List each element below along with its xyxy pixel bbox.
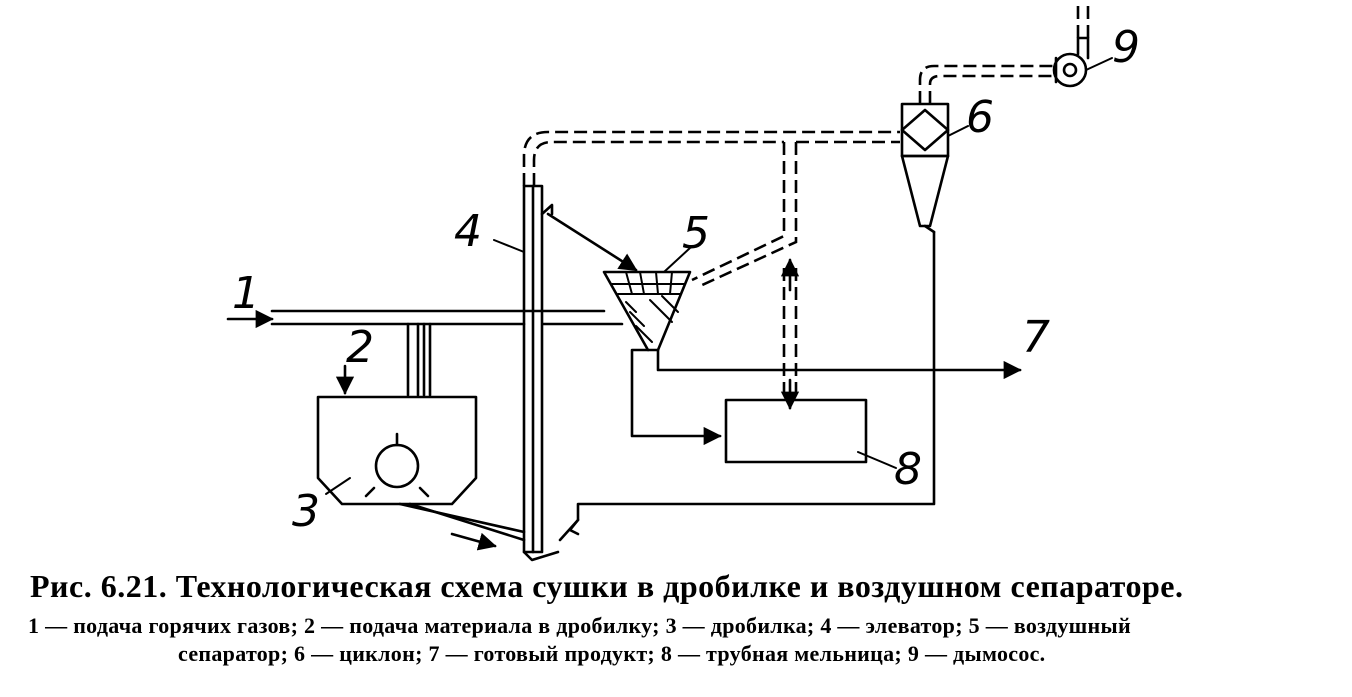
figure-title: Рис. 6.21. Технологическая схема сушки в…	[30, 568, 1184, 604]
figure-legend: 1 — подача горячих газов; 2 — подача мат…	[28, 612, 1348, 668]
label-1: 1	[232, 268, 260, 319]
label-3: 3	[292, 486, 320, 537]
process-diagram: 1 2 3 4 5 6 7 8 9	[226, 0, 1140, 562]
smoke-exhauster	[1052, 36, 1090, 88]
elevator-to-separator	[546, 212, 638, 272]
label-4: 4	[454, 206, 482, 257]
separator-outputs	[630, 348, 1022, 446]
label-2: 2	[346, 322, 374, 373]
label-8: 8	[894, 444, 922, 495]
air-separator	[602, 270, 692, 352]
hot-gas-inlet	[226, 309, 624, 397]
mill-return-line	[558, 230, 936, 542]
label-5: 5	[682, 208, 710, 259]
elevator	[522, 184, 560, 562]
gas-ducts	[522, 0, 1090, 392]
label-7: 7	[1022, 312, 1050, 363]
legend-line-2: сепаратор; 6 — циклон; 7 — готовый проду…	[178, 641, 1046, 666]
crusher	[316, 395, 478, 506]
cyclone	[900, 102, 950, 234]
label-6: 6	[966, 92, 994, 143]
leader-lines	[325, 57, 1113, 495]
tube-mill	[724, 398, 868, 464]
legend-line-1: 1 — подача горячих газов; 2 — подача мат…	[28, 613, 1131, 638]
crusher-to-elevator-chute	[398, 502, 526, 551]
label-9: 9	[1112, 22, 1140, 73]
